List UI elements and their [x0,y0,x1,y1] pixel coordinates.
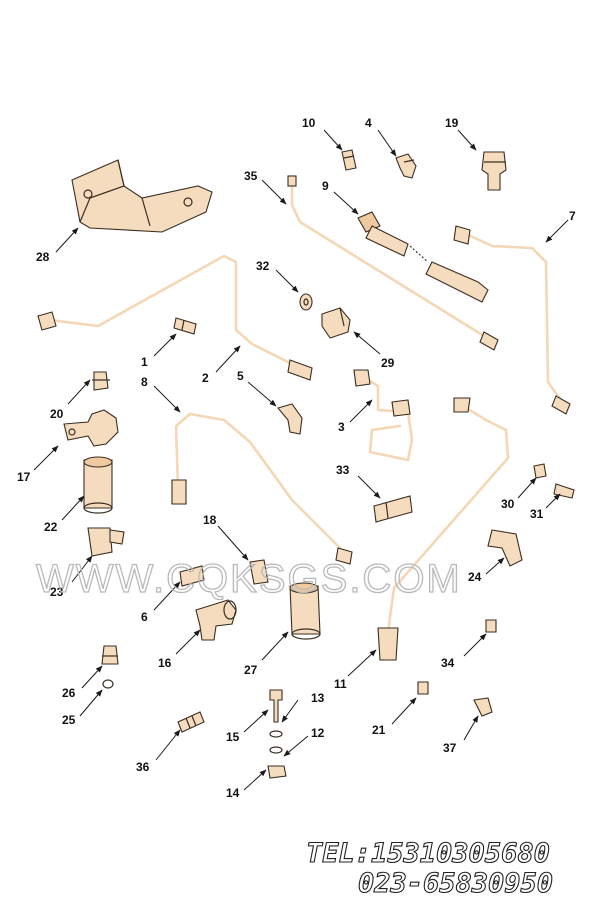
callout-6: 6 [141,610,148,624]
part-hose-9 [357,211,489,303]
callout-5: 5 [237,369,244,383]
callout-26: 26 [62,686,76,700]
part-bracket-28 [71,159,213,233]
part-tube-11 [377,397,510,661]
callout-32: 32 [256,259,270,273]
callout-27: 27 [244,663,258,677]
contact-phone: 023-65830950 [358,868,553,899]
part-tee-23 [87,527,125,557]
part-fitting-20 [92,371,110,391]
callout-2: 2 [202,371,209,385]
part-tee-16 [195,599,237,641]
callout-29: 29 [381,356,395,370]
part-tube-35 [287,175,499,351]
part-filter-27 [289,582,321,640]
part-fitting-1 [173,317,197,335]
callout-20: 20 [50,407,64,421]
part-washer-12 [269,746,283,754]
callout-23: 23 [50,585,64,599]
part-elbow-37 [473,697,493,717]
callout-7: 7 [569,209,576,223]
callout-15: 15 [226,730,240,744]
part-washer-13 [269,730,283,738]
part-bolt-15 [269,689,283,723]
part-nut-10 [341,149,357,171]
callout-9: 9 [322,179,329,193]
callout-1: 1 [141,355,148,369]
part-clip-33 [373,495,413,523]
part-tube-2 [37,254,313,381]
part-plug-34 [485,619,497,633]
part-washer-32 [299,293,313,311]
callout-12: 12 [311,726,325,740]
callout-33: 33 [336,463,350,477]
callout-36: 36 [136,760,150,774]
callout-17: 17 [17,470,31,484]
part-clamp-17 [63,409,119,447]
callout-8: 8 [141,375,148,389]
part-bolt-31 [553,483,575,499]
callout-35: 35 [244,169,258,183]
part-block-18 [249,559,269,585]
callout-28: 28 [36,250,50,264]
callout-11: 11 [334,677,347,691]
callout-16: 16 [158,656,172,670]
part-stud-36 [177,711,205,733]
callout-37: 37 [443,741,457,755]
part-washer-25 [102,679,114,689]
callout-34: 34 [441,656,455,670]
part-fitting-26 [101,645,119,665]
callout-19: 19 [445,116,459,130]
callout-31: 31 [530,507,544,521]
callout-21: 21 [372,723,386,737]
part-filter-22 [83,456,113,514]
callout-13: 13 [311,691,325,705]
callout-22: 22 [44,520,58,534]
part-elbow-4 [395,153,417,179]
part-elbow-24 [487,529,523,567]
callout-14: 14 [226,786,240,800]
callout-10: 10 [302,116,316,130]
callout-30: 30 [501,497,515,511]
callout-numbers: 1 2 3 4 5 6 7 8 9 10 11 12 13 14 15 16 1… [17,116,576,800]
part-plug-21 [417,681,429,695]
part-bolt-29 [321,307,351,339]
callout-4: 4 [365,116,372,130]
watermark-text: WWW.CQKSGS.COM [36,557,462,601]
part-nut-14 [267,765,287,779]
part-tube-7 [453,225,571,415]
leader-lines [33,129,569,791]
part-tube-3 [353,369,414,462]
callout-18: 18 [203,513,217,527]
part-nut-30 [533,463,547,479]
part-tube-8 [171,412,353,565]
part-elbow-5 [277,403,303,435]
part-fitting-6 [179,565,205,587]
callout-3: 3 [338,420,345,434]
callout-25: 25 [62,713,76,727]
contact-tel: TEL:15310305680 [306,838,550,869]
part-adapter-19 [481,151,507,191]
callout-24: 24 [468,570,482,584]
